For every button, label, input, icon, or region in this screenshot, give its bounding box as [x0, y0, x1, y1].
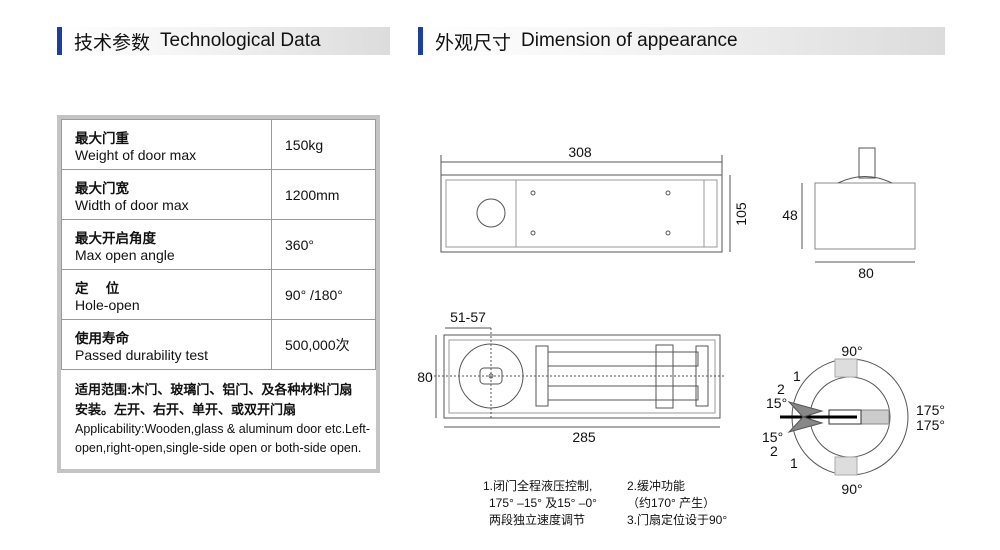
spec-label-cn: 最大门宽: [75, 180, 129, 196]
note-2: 2.缓冲功能 （约170° 产生） 3.门扇定位设于90°: [627, 478, 727, 529]
dimension-header: 外观尺寸 Dimension of appearance: [418, 27, 945, 55]
dim-bottom-offset: 51-57: [450, 309, 486, 325]
bottom-view-drawing: [430, 327, 725, 428]
spec-label-cn: 最大开启角度: [75, 230, 156, 246]
zone-2-lower: 2: [770, 443, 778, 459]
applicability-en-2: open,right-open,single-side open or both…: [75, 441, 362, 455]
spec-label-en: Width of door max: [75, 196, 189, 213]
zone-1-upper: 1: [793, 368, 801, 384]
spec-label-en: Hole-open: [75, 296, 140, 313]
header-title-en: Dimension of appearance: [521, 30, 738, 51]
angle-right-lower: 175°: [916, 417, 945, 433]
applicability-note: 适用范围:木门、玻璃门、铝门、及各种材料门扇 安装。左开、右开、单开、或双开门扇…: [61, 370, 376, 458]
note-1-line-3: 两段独立速度调节: [489, 513, 586, 527]
note-1: 1.闭门全程液压控制, 175° –15° 及15° –0° 两段独立速度调节: [483, 478, 597, 529]
applicability-cn-2: 安装。左开、右开、单开、或双开门扇: [75, 402, 297, 417]
dim-top-height: 105: [733, 202, 749, 226]
angle-top: 90°: [841, 343, 862, 359]
dim-side-height: 48: [782, 207, 798, 223]
spec-label-cn: 使用寿命: [75, 330, 129, 346]
header-accent-bar: [418, 27, 423, 55]
spec-value: 1200mm: [271, 169, 376, 220]
spec-label-en: Max open angle: [75, 246, 175, 263]
spec-label-cn: 最大门重: [75, 130, 129, 146]
dim-bottom-length: 285: [572, 429, 596, 445]
header-title-cn: 技术参数: [74, 32, 151, 54]
applicability-en-1: Applicability:Wooden,glass & aluminum do…: [75, 422, 371, 436]
spec-label-en: Passed durability test: [75, 346, 209, 363]
applicability-cn-1: 适用范围:木门、玻璃门、铝门、及各种材料门扇: [75, 382, 353, 397]
top-view-drawing: [440, 155, 731, 253]
spec-label-cn: 定 位: [75, 280, 120, 296]
note-2-line-2: （约170° 产生）: [627, 496, 716, 510]
angle-left-lower: 15°: [762, 429, 783, 445]
angle-bottom: 90°: [841, 481, 862, 497]
side-view-drawing: [801, 147, 916, 263]
header-accent-bar: [57, 27, 62, 55]
spec-label-en: Weight of door max: [75, 146, 197, 163]
zone-2-upper: 2: [777, 381, 785, 397]
dim-side-width: 80: [858, 265, 874, 281]
spec-value: 500,000次: [271, 319, 376, 370]
note-1-line-2: 175° –15° 及15° –0°: [489, 496, 597, 510]
angle-diagram: [780, 358, 909, 476]
technological-data-header: 技术参数 Technological Data: [57, 27, 390, 55]
zone-1-lower: 1: [790, 455, 798, 471]
angle-left-upper: 15°: [766, 395, 787, 411]
header-title-en: Technological Data: [160, 30, 321, 51]
dim-bottom-height: 80: [417, 369, 433, 385]
angle-right-upper: 175°: [916, 402, 945, 418]
dim-top-length: 308: [568, 144, 592, 160]
spec-value: 90° /180°: [271, 269, 376, 320]
note-3: 3.门扇定位设于90°: [627, 513, 728, 527]
header-title-cn: 外观尺寸: [435, 32, 512, 54]
note-2-line-1: 2.缓冲功能: [627, 479, 686, 493]
note-1-line-1: 1.闭门全程液压控制,: [483, 479, 593, 493]
